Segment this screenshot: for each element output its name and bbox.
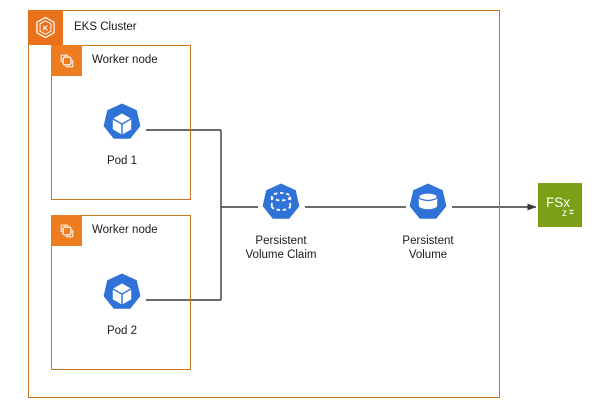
fsx-sublabel: z [562, 208, 567, 219]
aws-fsx-icon: FSx z [538, 183, 582, 227]
pod-2-node[interactable]: Pod 2 [62, 271, 182, 338]
worker-node-1-boundary [51, 45, 191, 200]
eks-cluster-label: EKS Cluster [74, 20, 137, 33]
persistent-volume-claim-node[interactable]: Persistent Volume Claim [221, 181, 341, 262]
fsx-label: FSx [546, 195, 570, 210]
kubernetes-pvc-icon [262, 183, 300, 219]
worker-node-2-label: Worker node [92, 223, 158, 236]
eks-cluster-boundary [28, 10, 500, 398]
eks-kubernetes-icon: K [28, 10, 63, 45]
worker-node-2-header: Worker node [51, 215, 158, 246]
persistent-volume-claim-label: Persistent Volume Claim [245, 235, 317, 261]
worker-node-chip-icon [51, 215, 82, 246]
worker-node-1-header: Worker node [51, 45, 158, 76]
kubernetes-pv-icon [409, 183, 447, 219]
pod-1-node[interactable]: Pod 1 [62, 101, 182, 168]
svg-text:K: K [43, 23, 49, 32]
pod-2-label: Pod 2 [106, 325, 138, 337]
kubernetes-pod-icon [103, 273, 141, 309]
fsx-service-node[interactable]: FSx z [538, 183, 582, 227]
kubernetes-pod-icon [103, 103, 141, 139]
worker-node-1-label: Worker node [92, 53, 158, 66]
pod-1-label: Pod 1 [106, 155, 138, 167]
worker-node-chip-icon [51, 45, 82, 76]
worker-node-2-boundary [51, 215, 191, 370]
persistent-volume-node[interactable]: Persistent Volume [368, 181, 488, 262]
eks-cluster-header: K EKS Cluster [28, 10, 137, 45]
persistent-volume-label: Persistent Volume [402, 235, 454, 261]
